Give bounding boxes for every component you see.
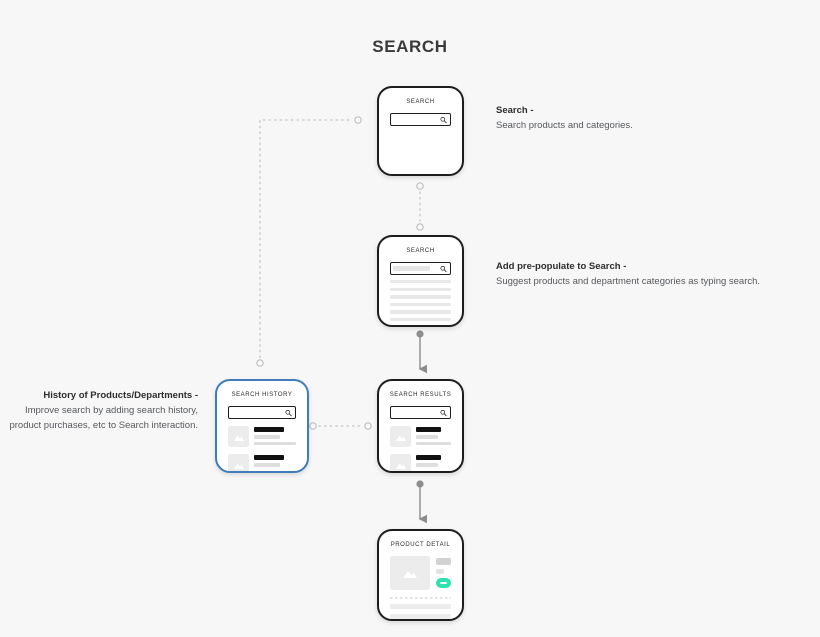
card-title: PRODUCT DETAIL bbox=[390, 542, 451, 548]
card-title: SEARCH HISTORY bbox=[231, 392, 293, 398]
card-body bbox=[217, 406, 307, 471]
product-image bbox=[390, 556, 430, 590]
item-title-bar bbox=[416, 455, 442, 460]
suggestion-item[interactable] bbox=[390, 280, 451, 284]
list-item[interactable] bbox=[390, 426, 451, 447]
screen-card-product-detail[interactable]: PRODUCT DETAIL bbox=[377, 529, 464, 621]
item-sub-bar bbox=[416, 463, 438, 467]
item-title-bar bbox=[416, 427, 442, 432]
annotation-body: Improve search by adding search history,… bbox=[9, 405, 198, 431]
list-item-meta bbox=[254, 454, 296, 471]
magnifier-icon bbox=[440, 265, 447, 272]
item-title-bar bbox=[254, 427, 285, 432]
product-hero bbox=[390, 556, 451, 590]
suggestion-list[interactable] bbox=[390, 280, 451, 327]
connector-note1-to-search bbox=[256, 116, 362, 367]
annotation-prepopulate: Add pre-populate to Search - Suggest pro… bbox=[496, 259, 816, 289]
magnifier-icon bbox=[285, 409, 292, 416]
annotation-title: History of Products/Departments - bbox=[43, 390, 198, 401]
cta-label-bar bbox=[440, 581, 447, 585]
annotation-body: Suggest products and department categori… bbox=[496, 276, 761, 287]
item-sub-bar bbox=[416, 441, 451, 446]
item-sub-bar bbox=[254, 435, 281, 439]
card-title: SEARCH bbox=[406, 99, 435, 105]
product-title-bar bbox=[436, 558, 451, 565]
search-input[interactable] bbox=[390, 406, 451, 419]
add-to-cart-button[interactable] bbox=[436, 578, 451, 588]
list-item[interactable] bbox=[228, 426, 296, 447]
product-description bbox=[390, 604, 451, 619]
card-title: SEARCH bbox=[406, 248, 435, 254]
item-sub-bar bbox=[416, 435, 438, 439]
suggestion-item[interactable] bbox=[390, 295, 451, 299]
screen-card-search[interactable]: SEARCH bbox=[377, 86, 464, 176]
magnifier-icon bbox=[440, 409, 447, 416]
description-line bbox=[390, 614, 451, 619]
annotation-body: Search products and categories. bbox=[496, 120, 633, 131]
search-input[interactable] bbox=[228, 406, 296, 419]
product-price-bar bbox=[436, 569, 445, 574]
card-title: SEARCH RESULTS bbox=[389, 392, 452, 398]
list-item-meta bbox=[416, 454, 451, 471]
connector-results-to-detail bbox=[416, 480, 427, 524]
screen-card-search-results[interactable]: SEARCH RESULTS bbox=[377, 379, 464, 473]
search-input[interactable] bbox=[390, 113, 451, 126]
annotation-title: Add pre-populate to Search - bbox=[496, 261, 627, 272]
list-item-meta bbox=[416, 426, 451, 447]
card-body bbox=[379, 406, 462, 471]
list-item[interactable] bbox=[390, 454, 451, 471]
diagram-title: SEARCH bbox=[372, 37, 448, 56]
image-placeholder-icon bbox=[403, 571, 417, 578]
annotation-search: Search - Search products and categories. bbox=[496, 103, 796, 133]
card-body bbox=[379, 113, 462, 126]
product-info bbox=[436, 556, 451, 590]
screen-card-search-history[interactable]: SEARCH HISTORY bbox=[215, 379, 309, 473]
thumbnail bbox=[228, 454, 249, 471]
suggestion-item[interactable] bbox=[390, 317, 451, 322]
divider bbox=[390, 597, 451, 599]
connector-prepopulate-to-results bbox=[416, 330, 427, 374]
item-title-bar bbox=[254, 455, 285, 460]
annotation-history: History of Products/Departments - Improv… bbox=[8, 388, 198, 433]
suggestion-item[interactable] bbox=[390, 302, 451, 307]
image-placeholder-icon bbox=[233, 435, 244, 441]
suggestion-item[interactable] bbox=[390, 325, 451, 327]
suggestion-item[interactable] bbox=[390, 287, 451, 291]
list-item-meta bbox=[254, 426, 296, 447]
image-placeholder-icon bbox=[395, 435, 406, 441]
item-sub-bar bbox=[254, 441, 296, 446]
list-item[interactable] bbox=[228, 454, 296, 471]
card-body bbox=[379, 262, 462, 327]
thumbnail bbox=[228, 426, 249, 447]
card-body bbox=[379, 556, 462, 619]
description-line bbox=[390, 604, 451, 609]
item-sub-bar bbox=[254, 463, 281, 467]
thumbnail bbox=[390, 454, 411, 471]
annotation-title: Search - bbox=[496, 105, 534, 116]
magnifier-icon bbox=[440, 116, 447, 123]
connector-search-to-prepopulate bbox=[416, 182, 424, 231]
suggestion-item[interactable] bbox=[390, 310, 451, 314]
search-input[interactable] bbox=[390, 262, 451, 275]
image-placeholder-icon bbox=[395, 463, 406, 469]
screen-card-search-prepopulate[interactable]: SEARCH bbox=[377, 235, 464, 327]
image-placeholder-icon bbox=[233, 463, 244, 469]
thumbnail bbox=[390, 426, 411, 447]
connector-history-to-results bbox=[309, 422, 372, 430]
